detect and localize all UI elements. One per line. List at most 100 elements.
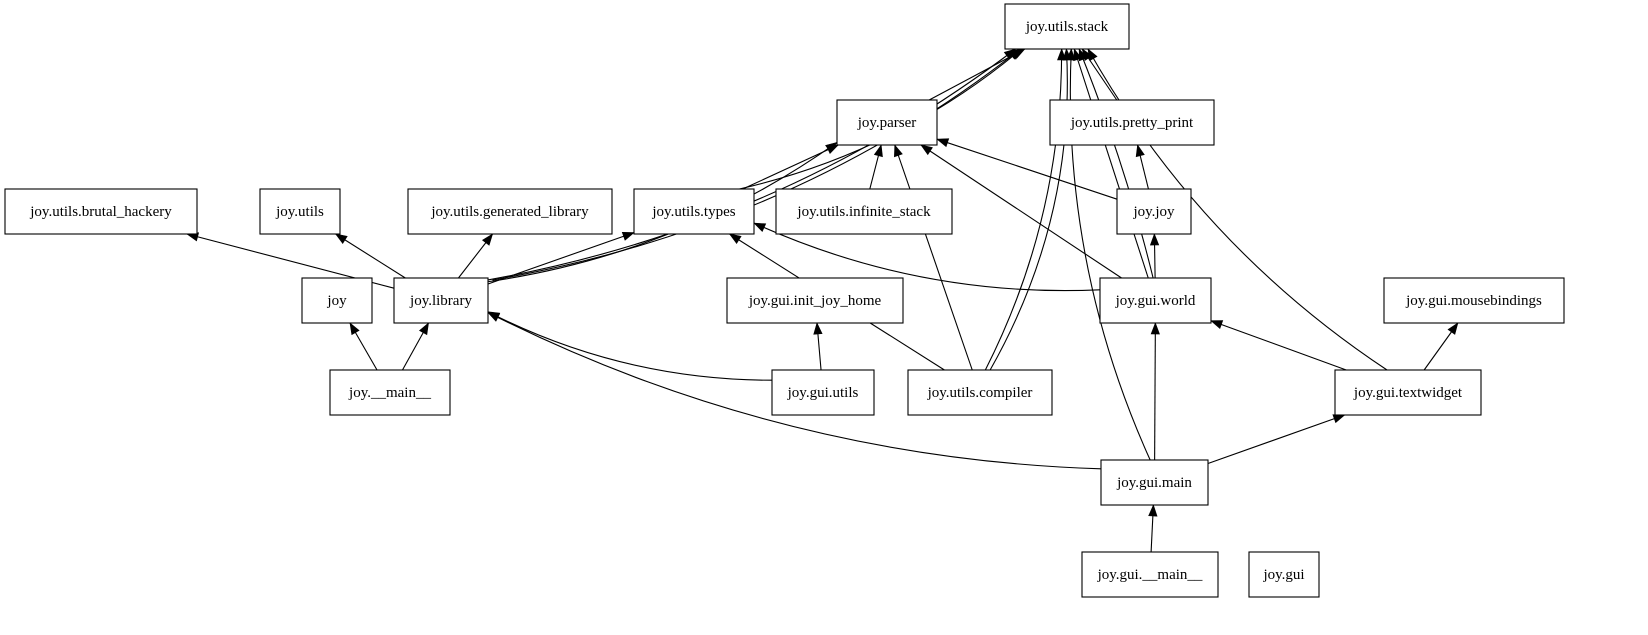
node-joy-gui[interactable]: joy.gui: [1248, 551, 1320, 598]
node-joy-gui-init_joy_home[interactable]: joy.gui.init_joy_home: [726, 277, 904, 324]
node-box[interactable]: [4, 188, 198, 235]
node-label: joy.gui.textwidget: [1353, 385, 1463, 401]
edge-joy-utils-compiler-to-joy-utils-stack: [984, 48, 1063, 371]
edge-arrowhead: [1150, 322, 1160, 335]
node-label: joy.__main__: [348, 385, 431, 401]
edge-joy-gui-world-to-joy-parser: [920, 144, 1122, 279]
node-label: joy.parser: [857, 115, 917, 131]
edge-joy-gui-main-to-joy-gui-world: [1154, 322, 1156, 461]
edge-joy-gui-world-to-joy-utils-types: [753, 222, 1101, 292]
node-box[interactable]: [1099, 277, 1212, 324]
node-box[interactable]: [259, 188, 341, 235]
edge-joy-library-to-joy-utils-stack: [487, 48, 1016, 281]
node-joy-gui-__main__[interactable]: joy.gui.__main__: [1081, 551, 1219, 598]
node-label: joy.gui.__main__: [1097, 567, 1203, 583]
node-joy-utils-brutal_hackery[interactable]: joy.utils.brutal_hackery: [4, 188, 198, 235]
node-box[interactable]: [393, 277, 489, 324]
edge-arrowhead: [826, 144, 839, 154]
node-joy-joy[interactable]: joy.joy: [1116, 188, 1192, 235]
edge-arrowhead: [1332, 414, 1346, 424]
node-box[interactable]: [1081, 551, 1219, 598]
node-joy-gui-main[interactable]: joy.gui.main: [1100, 459, 1209, 506]
node-joy-utils-stack[interactable]: joy.utils.stack: [1004, 3, 1130, 50]
node-joy-utils-infinite_stack[interactable]: joy.utils.infinite_stack: [775, 188, 953, 235]
node-joy[interactable]: joy: [301, 277, 373, 324]
edge-arrowhead: [487, 311, 501, 322]
node-label: joy.gui.utils: [787, 385, 859, 401]
edge-arrowhead: [418, 322, 429, 336]
node-joy-library[interactable]: joy.library: [393, 277, 489, 324]
edge-arrowhead: [481, 233, 494, 246]
node-box[interactable]: [1004, 3, 1130, 50]
edge-arrowhead: [1210, 320, 1224, 329]
edge-joy-gui-world-to-joy-utils-stack: [1073, 48, 1149, 279]
node-box[interactable]: [301, 277, 373, 324]
edge-arrowhead: [894, 144, 903, 158]
edge-joy-gui-main-to-joy-library: [487, 311, 1102, 470]
edge-arrowhead: [621, 231, 635, 241]
node-label: joy.utils.pretty_print: [1070, 115, 1194, 131]
node-box[interactable]: [407, 188, 613, 235]
node-joy-gui-utils[interactable]: joy.gui.utils: [771, 369, 875, 416]
node-label: joy.utils: [275, 204, 324, 220]
edge-joy-gui-utils-to-joy-library: [487, 311, 773, 381]
edge-arrowhead: [1135, 144, 1145, 158]
edge-arrowhead: [1078, 48, 1088, 62]
node-box[interactable]: [1100, 459, 1209, 506]
edge-arrowhead: [728, 233, 742, 244]
node-label: joy.gui.mousebindings: [1405, 293, 1542, 309]
node-box[interactable]: [836, 99, 938, 146]
node-joy-gui-textwidget[interactable]: joy.gui.textwidget: [1334, 369, 1482, 416]
node-joy-gui-world[interactable]: joy.gui.world: [1099, 277, 1212, 324]
node-box[interactable]: [775, 188, 953, 235]
edge-arrowhead: [813, 322, 823, 335]
node-label: joy.gui: [1262, 567, 1304, 583]
node-box[interactable]: [1334, 369, 1482, 416]
edge-arrowhead: [1447, 322, 1459, 335]
edge-arrowhead: [349, 322, 360, 336]
node-label: joy.gui.main: [1116, 475, 1192, 491]
edge-arrowhead: [920, 144, 933, 156]
edge-joy-utils-compiler-to-joy-utils-stack: [989, 48, 1068, 371]
node-joy-gui-mousebindings[interactable]: joy.gui.mousebindings: [1383, 277, 1565, 324]
node-label: joy: [326, 293, 347, 309]
node-box[interactable]: [726, 277, 904, 324]
edge-joy-utils-types-to-joy-parser: [742, 144, 839, 190]
node-box[interactable]: [907, 369, 1053, 416]
edge-joy-library-to-joy-utils: [335, 233, 406, 279]
edge-arrowhead: [873, 144, 883, 158]
node-joy-__main__[interactable]: joy.__main__: [329, 369, 451, 416]
edge-arrowhead: [936, 138, 950, 148]
node-joy-utils[interactable]: joy.utils: [259, 188, 341, 235]
edge-joy-joy-to-joy-parser: [936, 138, 1118, 200]
node-label: joy.utils.compiler: [927, 385, 1033, 401]
node-joy-utils-types[interactable]: joy.utils.types: [633, 188, 755, 235]
edge-joy-library-to-joy-utils-stack: [492, 48, 1021, 281]
node-box[interactable]: [1049, 99, 1215, 146]
edge-arrowhead: [1087, 48, 1098, 62]
edge-joy-gui-main-to-joy-gui-textwidget: [1207, 414, 1345, 465]
node-joy-parser[interactable]: joy.parser: [836, 99, 938, 146]
node-box[interactable]: [329, 369, 451, 416]
edge-arrowhead: [1148, 504, 1158, 517]
edge-joy-library-to-joy-utils-types: [487, 232, 635, 285]
node-box[interactable]: [771, 369, 875, 416]
edge-arrowhead: [1149, 233, 1160, 246]
node-label: joy.joy: [1132, 204, 1175, 220]
node-label: joy.library: [409, 293, 472, 309]
node-box[interactable]: [1248, 551, 1320, 598]
edge-arrowhead: [334, 233, 348, 244]
node-label: joy.gui.world: [1115, 293, 1196, 309]
node-box[interactable]: [633, 188, 755, 235]
edge-arrowhead: [1009, 48, 1023, 60]
edge-joy-gui-textwidget-to-joy-gui-world: [1210, 320, 1347, 371]
node-joy-utils-pretty_print[interactable]: joy.utils.pretty_print: [1049, 99, 1215, 146]
node-box[interactable]: [1116, 188, 1192, 235]
node-box[interactable]: [1383, 277, 1565, 324]
node-joy-utils-generated_library[interactable]: joy.utils.generated_library: [407, 188, 613, 235]
node-label: joy.utils.brutal_hackery: [29, 204, 172, 220]
node-joy-utils-compiler[interactable]: joy.utils.compiler: [907, 369, 1053, 416]
node-label: joy.utils.types: [651, 204, 735, 220]
